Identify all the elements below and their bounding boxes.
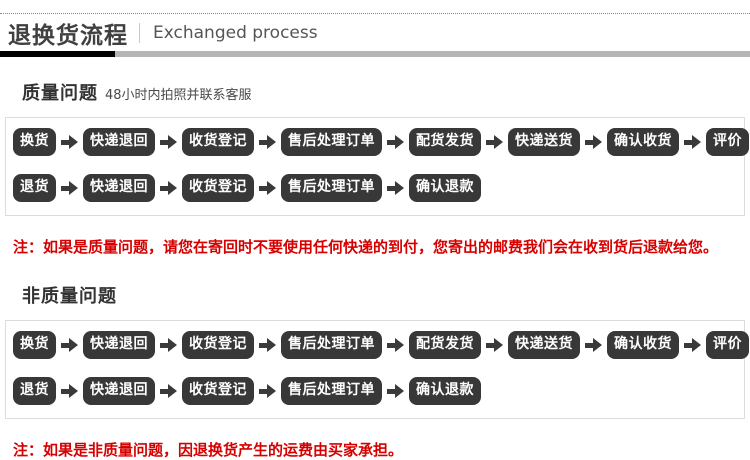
flow-step-badge: 收货登记 bbox=[182, 128, 254, 156]
page-subtitle-en: Exchanged process bbox=[153, 23, 318, 43]
section-1: 质量问题 48小时内拍照并联系客服换货快递退回收货登记售后处理订单配货发货快递送货… bbox=[0, 79, 750, 257]
flow-step-badge: 确认退款 bbox=[409, 377, 481, 405]
section-subheading: 48小时内拍照并联系客服 bbox=[105, 88, 252, 103]
flow-row-1: 换货快递退回收货登记售后处理订单配货发货快递送货确认收货评价 bbox=[13, 331, 749, 359]
right-arrow-icon bbox=[160, 181, 177, 195]
right-arrow-icon bbox=[387, 135, 404, 149]
right-arrow-icon bbox=[160, 338, 177, 352]
right-arrow-icon bbox=[585, 135, 602, 149]
flow-box: 换货快递退回收货登记售后处理订单配货发货快递送货确认收货评价退货快递退回收货登记… bbox=[5, 320, 749, 419]
flow-step-badge: 收货登记 bbox=[182, 331, 254, 359]
flow-step-badge: 换货 bbox=[13, 128, 56, 156]
flow-box: 换货快递退回收货登记售后处理订单配货发货快递送货确认收货评价退货快递退回收货登记… bbox=[5, 117, 749, 216]
flow-step-badge: 退货 bbox=[13, 174, 56, 202]
right-arrow-icon bbox=[259, 338, 276, 352]
flow-row-2: 退货快递退回收货登记售后处理订单确认退款 bbox=[13, 377, 737, 405]
right-arrow-icon bbox=[61, 181, 78, 195]
flow-step-badge: 收货登记 bbox=[182, 377, 254, 405]
section-heading-row: 质量问题 48小时内拍照并联系客服 bbox=[22, 79, 750, 104]
top-whitespace bbox=[0, 0, 750, 13]
flow-step-badge: 售后处理订单 bbox=[281, 377, 382, 405]
flow-step-badge: 确认收货 bbox=[607, 331, 679, 359]
section-2: 非质量问题换货快递退回收货登记售后处理订单配货发货快递送货确认收货评价退货快递退… bbox=[0, 282, 750, 460]
flow-step-badge: 确认收货 bbox=[607, 128, 679, 156]
flow-step-badge: 配货发货 bbox=[409, 331, 481, 359]
flow-step-badge: 快递送货 bbox=[508, 331, 580, 359]
section-heading: 非质量问题 bbox=[22, 286, 117, 307]
right-arrow-icon bbox=[486, 338, 503, 352]
right-arrow-icon bbox=[61, 338, 78, 352]
flow-step-badge: 快递退回 bbox=[83, 331, 155, 359]
right-arrow-icon bbox=[585, 338, 602, 352]
right-arrow-icon bbox=[387, 181, 404, 195]
right-arrow-icon bbox=[684, 338, 701, 352]
flow-step-badge: 售后处理订单 bbox=[281, 174, 382, 202]
section-heading-row: 非质量问题 bbox=[22, 282, 750, 307]
right-arrow-icon bbox=[259, 384, 276, 398]
right-arrow-icon bbox=[387, 338, 404, 352]
right-arrow-icon bbox=[259, 135, 276, 149]
flow-step-badge: 快递送货 bbox=[508, 128, 580, 156]
title-separator bbox=[139, 23, 140, 43]
flow-step-badge: 快递退回 bbox=[83, 174, 155, 202]
flow-step-badge: 退货 bbox=[13, 377, 56, 405]
header-underline-accent bbox=[0, 51, 115, 57]
flow-step-badge: 售后处理订单 bbox=[281, 331, 382, 359]
page-title: 退换货流程 bbox=[8, 23, 128, 49]
flow-step-badge: 评价 bbox=[706, 128, 749, 156]
flow-step-badge: 售后处理订单 bbox=[281, 128, 382, 156]
header-underline-bar bbox=[0, 51, 750, 57]
section-note: 注：如果是质量问题，请您在寄回时不要使用任何快递的到付，您寄出的邮费我们会在收到… bbox=[13, 238, 719, 256]
right-arrow-icon bbox=[160, 384, 177, 398]
right-arrow-icon bbox=[160, 135, 177, 149]
flow-step-badge: 确认退款 bbox=[409, 174, 481, 202]
right-arrow-icon bbox=[259, 181, 276, 195]
section-note: 注：如果是非质量问题，因退换货产生的运费由买家承担。 bbox=[13, 441, 404, 459]
right-arrow-icon bbox=[684, 135, 701, 149]
flow-step-badge: 换货 bbox=[13, 331, 56, 359]
flow-row-2: 退货快递退回收货登记售后处理订单确认退款 bbox=[13, 174, 737, 202]
flow-step-badge: 快递退回 bbox=[83, 377, 155, 405]
right-arrow-icon bbox=[61, 135, 78, 149]
flow-step-badge: 快递退回 bbox=[83, 128, 155, 156]
section-heading: 质量问题 bbox=[22, 83, 98, 104]
right-arrow-icon bbox=[61, 384, 78, 398]
right-arrow-icon bbox=[387, 384, 404, 398]
flow-step-badge: 评价 bbox=[706, 331, 749, 359]
flow-step-badge: 收货登记 bbox=[182, 174, 254, 202]
page-header: 退换货流程 Exchanged process bbox=[0, 14, 750, 51]
right-arrow-icon bbox=[486, 135, 503, 149]
top-dotted-divider bbox=[0, 13, 750, 14]
flow-row-1: 换货快递退回收货登记售后处理订单配货发货快递送货确认收货评价 bbox=[13, 128, 749, 156]
flow-step-badge: 配货发货 bbox=[409, 128, 481, 156]
